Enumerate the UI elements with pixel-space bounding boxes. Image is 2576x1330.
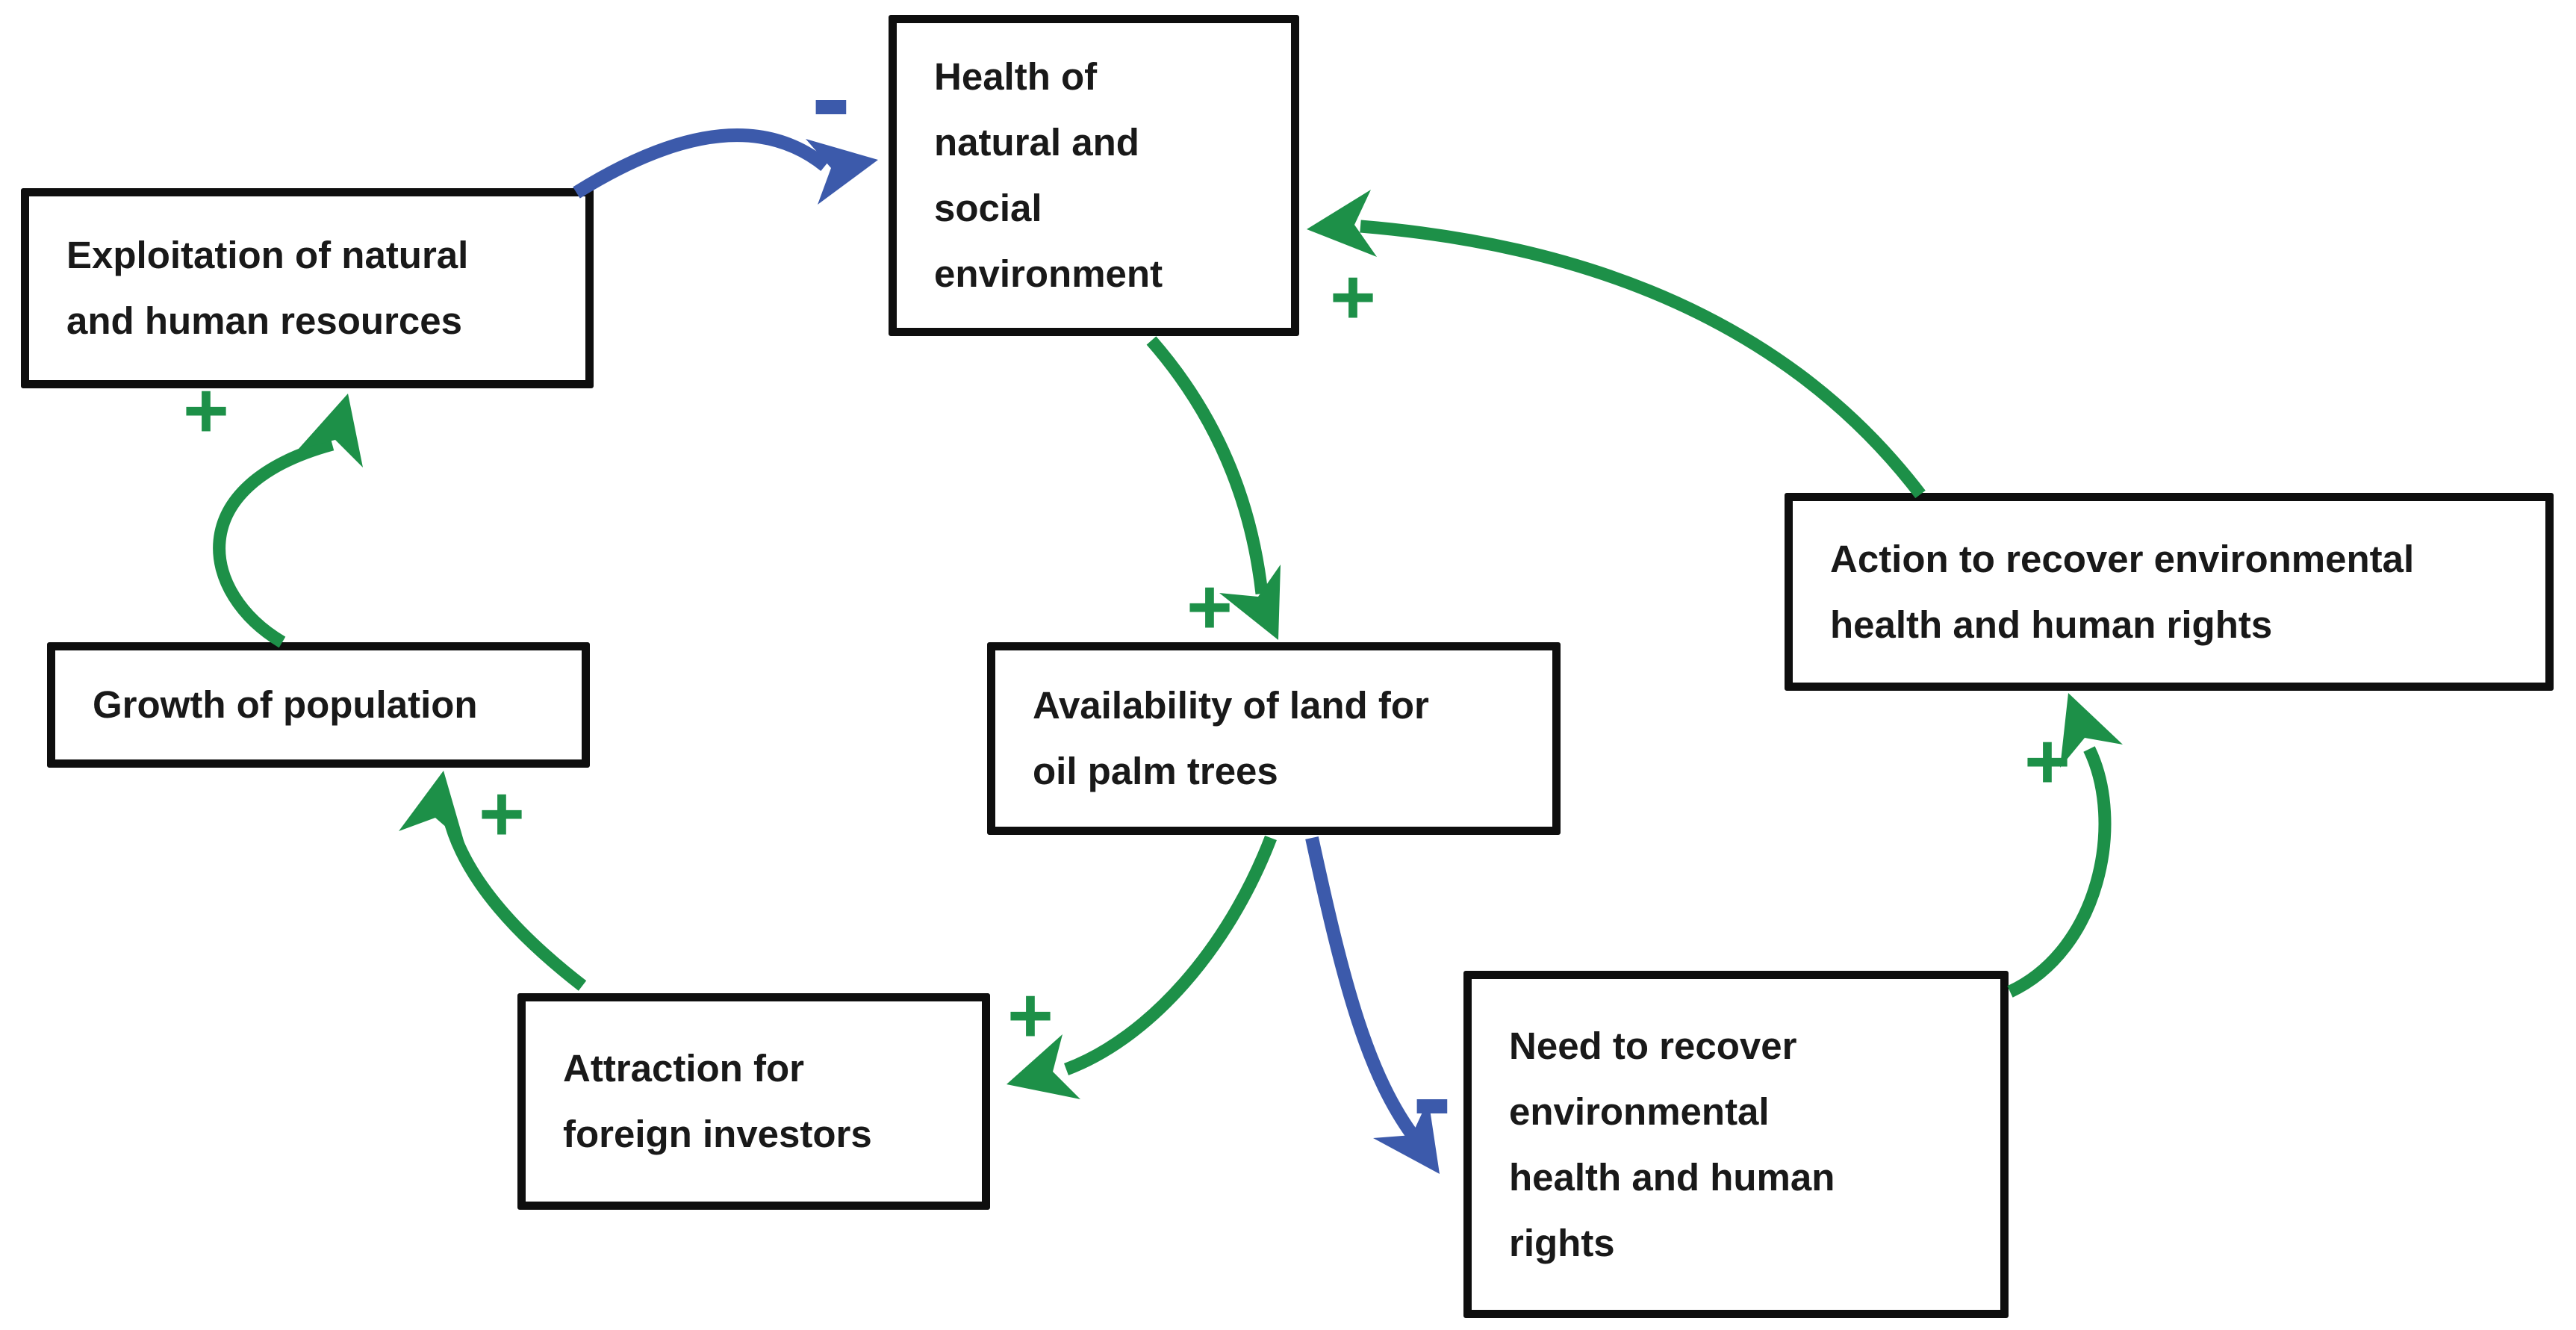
edge-growth-to-exploitation-arrowhead <box>298 394 363 467</box>
edge-availability-to-attraction <box>1007 835 1277 1099</box>
edge-exploitation-to-health-line <box>573 128 830 199</box>
edge-action-to-health <box>1307 190 1926 499</box>
node-label: and human resources <box>66 299 462 342</box>
node-label: foreign investors <box>563 1113 872 1155</box>
sign-need-to-action: + <box>2024 718 2071 806</box>
node-label: environment <box>934 252 1163 295</box>
node-action: Action to recover environmental health a… <box>1785 493 2554 691</box>
sign-growth-to-exploitation: + <box>183 367 229 455</box>
node-exploitation: Exploitation of natural and human resour… <box>21 188 594 388</box>
node-label: environmental <box>1509 1090 1770 1133</box>
edge-growth-to-exploitation <box>213 394 363 648</box>
node-label: Attraction for <box>563 1047 804 1090</box>
node-label: Action to recover environmental <box>1830 537 2415 580</box>
sign-availability-to-need: - <box>1412 1029 1452 1163</box>
edge-availability-to-need-line <box>1305 836 1422 1145</box>
sign-attraction-to-growth: + <box>479 770 525 858</box>
node-label: Health of <box>934 55 1098 98</box>
node-label: rights <box>1509 1221 1615 1264</box>
node-label: Growth of population <box>93 683 478 726</box>
node-label: Exploitation of natural <box>66 234 469 276</box>
edge-action-to-health-arrowhead <box>1307 190 1377 257</box>
sign-exploitation-to-health: - <box>811 30 851 164</box>
node-attraction: Attraction for foreign investors <box>517 993 990 1210</box>
sign-health-to-availability: + <box>1186 563 1233 651</box>
edge-health-to-availability-line <box>1146 336 1269 594</box>
sign-action-to-health: + <box>1330 253 1376 341</box>
node-label: oil palm trees <box>1033 750 1278 792</box>
node-health: Health of natural and social environment <box>889 15 1299 336</box>
node-need: Need to recover environmental health and… <box>1463 971 2009 1318</box>
node-availability: Availability of land for oil palm trees <box>987 642 1561 835</box>
edge-growth-to-exploitation-line <box>213 438 335 648</box>
node-label: health and human rights <box>1830 603 2273 646</box>
edge-attraction-to-growth-arrowhead <box>399 771 464 843</box>
sign-availability-to-attraction: + <box>1007 972 1054 1060</box>
node-label: health and human <box>1509 1155 1835 1199</box>
node-label: Availability of land for <box>1033 684 1429 727</box>
edge-availability-to-attraction-line <box>1064 835 1277 1075</box>
node-label: social <box>934 187 1042 229</box>
node-label: Need to recover <box>1509 1024 1797 1067</box>
edge-action-to-health-line <box>1360 220 1926 499</box>
node-growth: Growth of population <box>47 642 590 768</box>
node-label: natural and <box>934 121 1139 164</box>
